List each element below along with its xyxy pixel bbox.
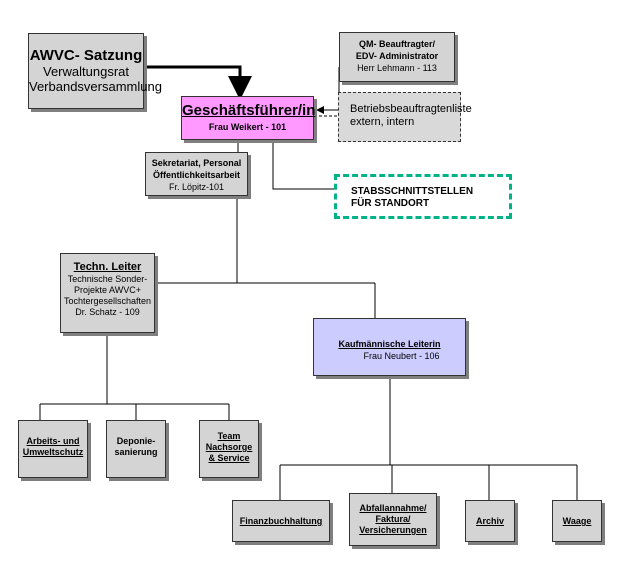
archiv-line-1: Archiv <box>475 516 504 526</box>
deponie-line-1: Deponie- <box>116 436 156 446</box>
awvc-to-gf-arrow <box>144 65 252 100</box>
arbeits-umweltschutz-box: Arbeits- und Umweltschutz <box>18 420 88 478</box>
abfall-line-1: Abfallannahme/ <box>359 503 427 513</box>
stabsschnittstellen-box: STABSSCHNITTSTELLEN FÜR STANDORT <box>334 174 512 219</box>
sekretariat-line-2: Öffentlichkeitsarbeit <box>152 170 241 180</box>
abfall-line-2: Faktura/ <box>375 514 411 524</box>
awvc-line-2: Verbandsversammlung <box>29 79 162 94</box>
gf-to-stabs-line <box>272 140 334 190</box>
sekretariat-line-3: Fr. Löpitz-101 <box>168 182 225 192</box>
awvc-line-1: Verwaltungsrat <box>43 64 129 79</box>
waage-box: Waage <box>552 500 602 542</box>
stabs-line-2: FÜR STANDORT <box>351 198 430 209</box>
gf-name: Frau Weikert - 101 <box>208 122 287 132</box>
finanz-line-1: Finanzbuchhaltung <box>239 516 323 526</box>
techn-line-1: Technische Sonder- <box>67 274 148 284</box>
geschaeftsfuehrer-box: Geschäftsführer/in Frau Weikert - 101 <box>181 96 316 140</box>
betriebsbeauftragtenliste-box: Betriebsbeauftragtenliste extern, intern <box>338 92 472 142</box>
kaufm-name: Frau Neubert - 106 <box>363 351 440 361</box>
archiv-box: Archiv <box>465 500 515 542</box>
abfall-line-3: Versicherungen <box>359 525 427 535</box>
qm-line-1: QM- Beauftragter/ <box>358 39 435 49</box>
awvc-title: AWVC- Satzung <box>29 47 143 64</box>
team-line-2: Nachsorge <box>205 442 253 452</box>
waage-line-1: Waage <box>562 516 592 526</box>
arbeits-line-2: Umweltschutz <box>22 447 84 457</box>
deponiesanierung-box: Deponie- sanierung <box>106 420 166 478</box>
techn-line-3: Tochtergesellschaften <box>63 296 152 306</box>
betrieb-line-2: extern, intern <box>350 116 415 128</box>
qm-to-gf-arrow <box>316 67 340 114</box>
techn-title: Techn. Leiter <box>73 261 142 273</box>
techn-line-2: Projekte AWVC+ <box>74 285 141 295</box>
kaufm-title: Kaufmännische Leiterin <box>338 339 441 349</box>
betrieb-line-1: Betriebsbeauftragtenliste <box>350 103 472 115</box>
team-nachsorge-box: Team Nachsorge & Service <box>199 420 259 478</box>
techn-leiter-box: Techn. Leiter Technische Sonder- Projekt… <box>60 253 155 333</box>
awvc-satzung-box: AWVC- Satzung Verwaltungsrat Verbandsver… <box>28 33 162 109</box>
team-line-1: Team <box>217 431 241 441</box>
qm-line-2: EDV- Administrator <box>355 51 439 61</box>
techn-line-4: Dr. Schatz - 109 <box>75 307 140 317</box>
abfallannahme-box: Abfallannahme/ Faktura/ Versicherungen <box>349 493 437 546</box>
qm-line-3: Herr Lehmann - 113 <box>357 63 437 73</box>
qm-beauftragter-box: QM- Beauftragter/ EDV- Administrator Her… <box>339 32 455 82</box>
sekretariat-box: Sekretariat, Personal Öffentlichkeitsarb… <box>145 152 248 196</box>
arbeits-line-1: Arbeits- und <box>26 436 80 446</box>
finanzbuchhaltung-box: Finanzbuchhaltung <box>232 500 330 542</box>
sekretariat-line-1: Sekretariat, Personal <box>151 158 242 168</box>
deponie-line-2: sanierung <box>114 447 158 457</box>
team-line-3: & Service <box>208 453 250 463</box>
stabs-line-1: STABSSCHNITTSTELLEN <box>351 186 474 197</box>
kaufmaennische-leiterin-box: Kaufmännische Leiterin Frau Neubert - 10… <box>313 318 466 376</box>
gf-title: Geschäftsführer/in <box>182 102 316 119</box>
